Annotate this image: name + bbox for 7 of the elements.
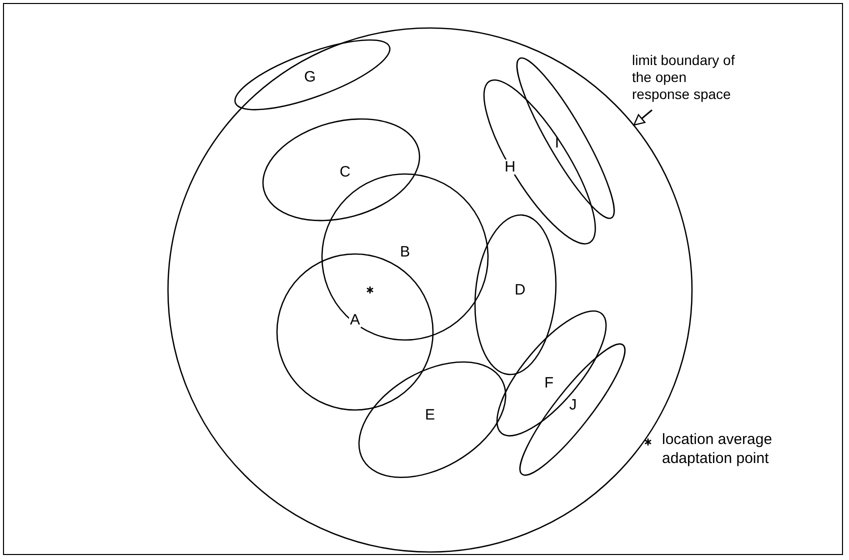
response-ellipse: C	[260, 117, 422, 223]
legend-text: location average adaptation point	[662, 430, 774, 468]
response-ellipse: E	[356, 360, 508, 480]
arrow	[633, 109, 652, 126]
response-ellipse: D	[472, 213, 558, 377]
boundary-note: limit boundary of the open response space	[632, 52, 744, 103]
response-ellipse: G	[232, 38, 392, 112]
